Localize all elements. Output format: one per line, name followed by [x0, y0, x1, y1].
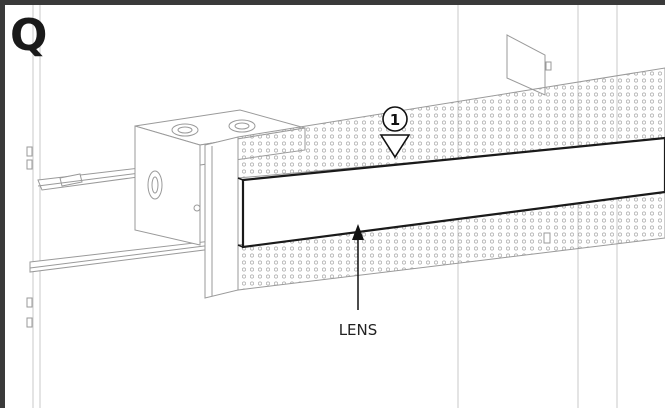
- step-letter: Q: [10, 10, 48, 61]
- mounting-bracket: [37, 167, 146, 191]
- end-cap: [204, 136, 239, 299]
- support-rail: [29, 239, 221, 273]
- lower-clip: [543, 232, 551, 244]
- stud-clips: [26, 146, 33, 328]
- callout-1: 1: [379, 106, 411, 159]
- lens-channel: [237, 136, 665, 249]
- callout-number: 1: [390, 111, 400, 129]
- lens-label: LENS: [339, 321, 378, 339]
- lens-label-group: LENS: [339, 224, 378, 339]
- top-bracket: [506, 34, 552, 96]
